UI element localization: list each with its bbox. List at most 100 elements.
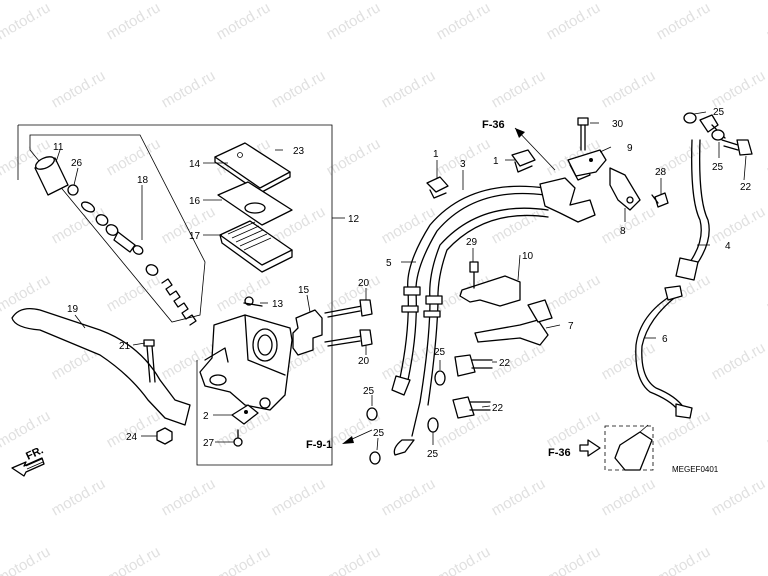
piston-kit-border (29, 134, 206, 323)
callout-22-mid: 22 (499, 358, 511, 369)
callout-15: 15 (298, 285, 310, 296)
callout-8: 8 (620, 226, 626, 237)
callout-23: 23 (293, 146, 305, 157)
watermark-text: motod.ru (104, 0, 164, 43)
watermark-text: motod.ru (434, 0, 494, 43)
watermark-text: motod.ru (654, 0, 714, 43)
callout-20-upper: 20 (358, 278, 370, 289)
watermark-text: motod.ru (764, 135, 768, 179)
diaphragm-part (219, 220, 293, 273)
callout-5: 5 (386, 258, 392, 269)
watermark-text: motod.ru (709, 67, 768, 111)
callout-22-right: 22 (740, 182, 752, 193)
watermark-text: motod.ru (104, 271, 164, 315)
watermark-text: motod.ru (654, 543, 714, 576)
circlip-part (67, 184, 79, 196)
callout-24: 24 (126, 432, 138, 443)
callout-25-left-lower: 25 (373, 428, 385, 439)
watermark-text: motod.ru (159, 475, 219, 519)
watermark-text: motod.ru (324, 0, 384, 43)
watermark-text: motod.ru (764, 271, 768, 315)
hose-clamp-part (426, 176, 449, 199)
watermark-text: motod.ru (214, 271, 274, 315)
f36-bottom-arrow (579, 439, 601, 457)
watermark-text: motod.ru (489, 339, 549, 383)
watermark-text: motod.ru (599, 339, 659, 383)
watermark-text: motod.ru (379, 475, 439, 519)
watermark-text: motod.ru (764, 0, 768, 43)
joint-bracket-part (609, 167, 641, 211)
watermark-text: motod.ru (434, 543, 494, 576)
callout-16: 16 (189, 196, 201, 207)
right-brake-hose-part (675, 114, 726, 281)
callout-17: 17 (189, 231, 201, 242)
ref-f36-top: F-36 (482, 119, 505, 131)
callout-18: 18 (137, 175, 149, 186)
holder-bolt-lower-part (324, 329, 373, 347)
holder-bolt-upper-part (324, 299, 373, 318)
callout-9: 9 (627, 143, 633, 154)
master-cylinder-body-part (199, 314, 293, 411)
watermark-text: motod.ru (544, 543, 604, 576)
callout-14: 14 (189, 159, 201, 170)
watermark-text: motod.ru (709, 203, 768, 247)
f36-top-arrowhead (515, 128, 525, 138)
callout-1-right: 1 (493, 156, 499, 167)
callout-30: 30 (612, 119, 624, 130)
watermark-text: motod.ru (324, 135, 384, 179)
spring-part (161, 278, 197, 326)
watermark-text: motod.ru (599, 475, 659, 519)
callout-2: 2 (203, 411, 209, 422)
callout-25-lower: 25 (427, 449, 439, 460)
watermark-text: motod.ru (214, 0, 274, 43)
watermark-text: motod.ru (49, 475, 109, 519)
callout-28: 28 (655, 167, 667, 178)
watermark-text: motod.ru (379, 67, 439, 111)
hose-bracket-part (567, 149, 607, 177)
ref-f36-bottom: F-36 (548, 447, 571, 459)
callout-3: 3 (460, 159, 466, 170)
watermark-text: motod.ru (104, 407, 164, 451)
callout-7: 7 (568, 321, 574, 332)
callout-11: 11 (53, 142, 64, 153)
brake-switch-part (231, 404, 259, 425)
watermark-text: motod.ru (324, 271, 384, 315)
watermark-text: motod.ru (49, 67, 109, 111)
watermark-text: motod.ru (599, 67, 659, 111)
small-screw-part (243, 296, 263, 307)
diaphragm-plate-part (217, 181, 293, 226)
watermark-text: motod.ru (544, 0, 604, 43)
callout-1-left: 1 (433, 149, 439, 160)
boot-part (34, 156, 69, 196)
callout-25-right: 25 (712, 162, 724, 173)
watermark-text: motod.ru (489, 67, 549, 111)
callout-12: 12 (348, 214, 360, 225)
callout-4: 4 (725, 241, 731, 252)
banjo-bolt-lower-part (452, 396, 491, 419)
watermark-text: motod.ru (0, 407, 53, 451)
watermark-text: motod.ru (489, 475, 549, 519)
front-direction-arrow (11, 457, 45, 477)
diagram-code: MEGEF0401 (672, 465, 719, 474)
caliper-inset (604, 424, 654, 471)
f91-arrow (349, 429, 373, 441)
watermark-text: motod.ru (764, 407, 768, 451)
bracket-bolt-part (577, 117, 589, 151)
f91-arrowhead (342, 436, 354, 444)
hose-clamp-upper-part (511, 149, 536, 173)
hose-stay-part (459, 261, 521, 307)
master-cylinder-assembly-border (17, 124, 333, 466)
watermark-text: motod.ru (269, 475, 329, 519)
pivot-nut-part (156, 427, 173, 445)
callout-20-lower: 20 (358, 356, 370, 367)
watermark-text: motod.ru (159, 67, 219, 111)
brake-hose-part (391, 185, 549, 456)
watermark-text: motod.ru (544, 271, 604, 315)
callout-25-top-right: 25 (713, 107, 725, 118)
watermark-text: motod.ru (214, 543, 274, 576)
ref-f91: F-9-1 (306, 439, 332, 451)
hose-guide-part (474, 299, 553, 346)
watermark-text: motod.ru (764, 543, 768, 576)
